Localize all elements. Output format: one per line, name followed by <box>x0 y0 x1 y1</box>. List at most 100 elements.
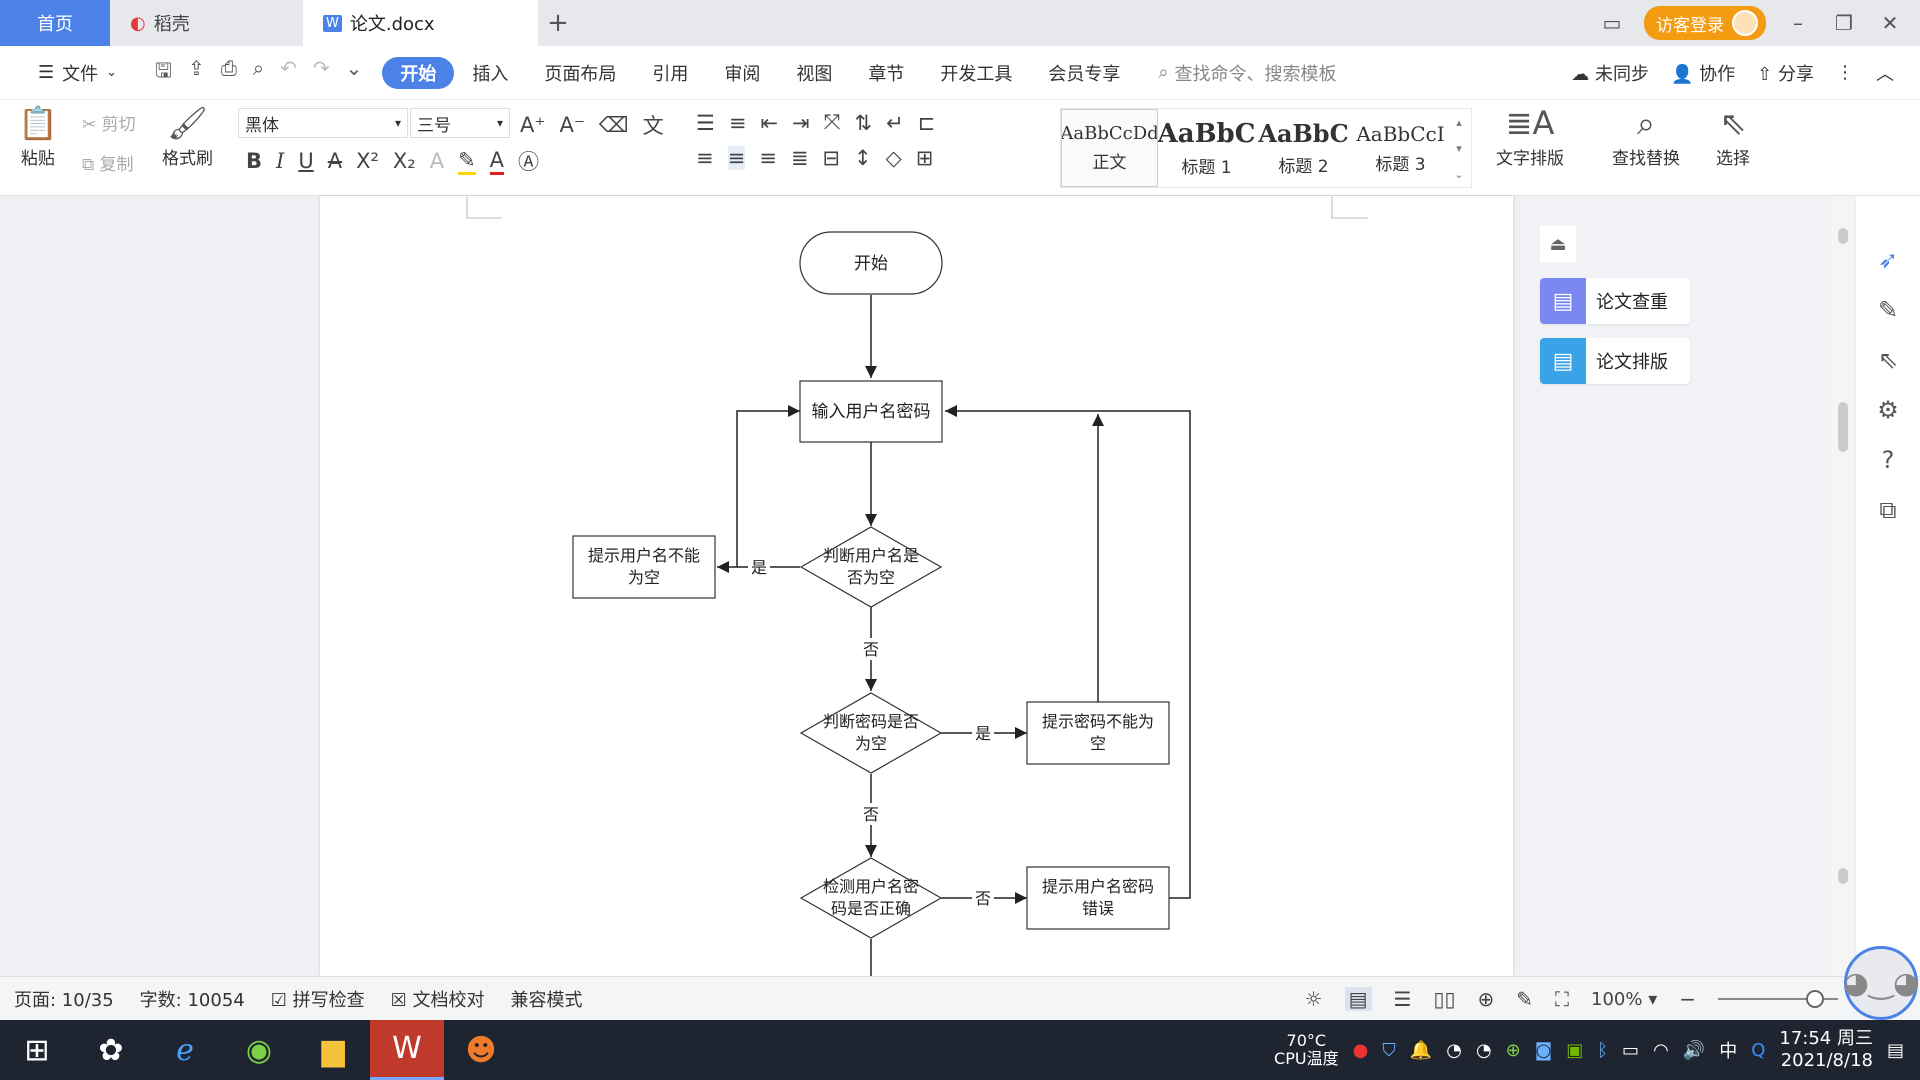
align-center-icon[interactable]: ≡ <box>727 146 746 170</box>
line-spacing-icon[interactable]: ↕ <box>854 146 872 170</box>
tab-document[interactable]: W 论文.docx <box>303 0 538 46</box>
node-check-password[interactable] <box>799 692 943 774</box>
file-menu[interactable]: ☰ 文件 ⌄ <box>20 57 135 89</box>
strikethrough-icon[interactable]: A <box>327 149 343 173</box>
customize-icon[interactable]: ⌄ <box>345 55 363 80</box>
font-size-select[interactable]: 三号 ▾ <box>410 108 510 138</box>
shrink-font-icon[interactable]: A⁻ <box>559 113 585 137</box>
format-painter-button[interactable]: 🖌 格式刷 <box>162 106 213 169</box>
numbered-list-icon[interactable]: ≡ <box>728 110 747 135</box>
nvidia-icon[interactable]: ▣ <box>1566 1039 1584 1061</box>
subscript-icon[interactable]: X₂ <box>392 149 416 173</box>
text-effect-icon[interactable]: A <box>429 149 445 173</box>
italic-icon[interactable]: I <box>276 149 285 173</box>
tab-chapter[interactable]: 章节 <box>850 57 922 89</box>
eye-protect-icon[interactable]: ☼ <box>1304 987 1323 1011</box>
paper-check-button[interactable]: ▤ 论文查重 <box>1540 278 1690 324</box>
align-left-icon[interactable]: ≡ <box>696 146 714 170</box>
qq-icon-2[interactable]: ◔ <box>1475 1039 1492 1061</box>
tab-daoke[interactable]: ◐ 稻壳 <box>110 0 303 46</box>
tab-insert[interactable]: 插入 <box>454 57 526 89</box>
app-360-icon[interactable]: ✿ <box>98 1032 124 1068</box>
copy-button[interactable]: ⧉ 复制 <box>82 150 134 175</box>
scroll-down-handle[interactable] <box>1838 868 1848 884</box>
windows-start-icon[interactable]: ⊞ <box>24 1032 50 1068</box>
underline-icon[interactable]: U <box>298 149 314 173</box>
action-center-icon[interactable]: ▤ <box>1886 1039 1904 1061</box>
help-icon[interactable]: ? <box>1881 446 1895 474</box>
style-heading-2[interactable]: AaBbC 标题 2 <box>1255 109 1352 187</box>
superscript-icon[interactable]: X² <box>356 149 379 173</box>
tab-stop-icon[interactable]: ⊏ <box>917 110 936 135</box>
grow-font-icon[interactable]: A⁺ <box>520 113 546 137</box>
notification-bell-icon[interactable]: 🔔 <box>1409 1039 1433 1061</box>
node-verify-credentials[interactable] <box>799 857 943 939</box>
save-icon[interactable]: 🖫 <box>155 57 173 82</box>
tab-member[interactable]: 会员专享 <box>1030 57 1138 89</box>
collaborate-button[interactable]: 👤 协作 <box>1671 60 1735 86</box>
node-hint-password[interactable] <box>1026 701 1170 765</box>
fit-page-icon[interactable]: ⛶ <box>1555 987 1569 1011</box>
zoom-slider-knob[interactable] <box>1806 990 1824 1008</box>
show-marks-icon[interactable]: ↵ <box>886 110 904 135</box>
scroll-up-handle[interactable] <box>1838 228 1848 244</box>
paste-button[interactable]: 📋 粘贴 <box>18 106 58 169</box>
more-icon[interactable]: ⋮ <box>1836 62 1854 83</box>
share-icon[interactable]: ⧉ <box>1879 496 1897 524</box>
tab-page-layout[interactable]: 页面布局 <box>526 57 634 89</box>
pointer-icon[interactable]: ⇖ <box>1877 346 1899 374</box>
wps-office-icon[interactable]: W <box>370 1020 444 1080</box>
assistant-robot-icon[interactable]: ◕‿◕ <box>1843 946 1919 1020</box>
bullet-list-icon[interactable]: ☰ <box>696 110 715 135</box>
write-mode-icon[interactable]: ✎ <box>1516 987 1533 1011</box>
node-start[interactable] <box>799 231 943 295</box>
tab-references[interactable]: 引用 <box>634 57 706 89</box>
find-replace-button[interactable]: ⌕ 查找替换 <box>1612 106 1680 169</box>
zoom-level[interactable]: 100% ▾ <box>1591 988 1658 1010</box>
tab-view[interactable]: 视图 <box>778 57 850 89</box>
qq-icon[interactable]: ◔ <box>1446 1039 1462 1061</box>
redo-icon[interactable]: ↷ <box>312 55 330 80</box>
select-button[interactable]: ⇖ 选择 <box>1716 106 1750 169</box>
style-heading-1[interactable]: AaBbC 标题 1 <box>1158 109 1255 187</box>
font-name-select[interactable]: 黑体 ▾ <box>238 108 408 138</box>
node-check-username[interactable] <box>799 526 943 608</box>
node-hint-username[interactable] <box>572 535 716 599</box>
pinyin-icon[interactable]: 文 <box>642 114 664 138</box>
print-preview-icon[interactable]: ⌕ <box>252 55 265 80</box>
bold-icon[interactable]: B <box>246 149 263 173</box>
new-tab-button[interactable]: + <box>547 8 569 38</box>
settings-slider-icon[interactable]: ⚙ <box>1877 396 1899 424</box>
tray-app-icon[interactable]: ● <box>1352 1039 1369 1061</box>
page-count[interactable]: 页面: 10/35 <box>14 989 114 1011</box>
tab-developer[interactable]: 开发工具 <box>922 57 1030 89</box>
tray-app-blue-icon[interactable]: ◙ <box>1534 1039 1553 1061</box>
ie-browser-icon[interactable]: ℯ <box>176 1032 194 1068</box>
distribute-icon[interactable]: ⊟ <box>822 146 841 170</box>
share-button[interactable]: ⇧ 分享 <box>1757 60 1814 86</box>
system-clock[interactable]: 17:54 周三 2021/8/18 <box>1779 1028 1873 1072</box>
style-gallery-scroll[interactable]: ▴ ▾ ⌄ <box>1449 109 1469 187</box>
ime-indicator[interactable]: 中 <box>1719 1041 1738 1062</box>
rocket-icon[interactable]: ➶ <box>1877 246 1899 274</box>
scroll-thumb[interactable] <box>1838 402 1848 452</box>
tab-home[interactable]: 首页 <box>0 0 110 46</box>
cut-button[interactable]: ✂ 剪切 <box>82 110 136 135</box>
word-count[interactable]: 字数: 10054 <box>139 989 245 1011</box>
close-icon[interactable]: ✕ <box>1881 11 1899 35</box>
clear-format-icon[interactable]: ⌫ <box>598 113 629 137</box>
zoom-slider[interactable] <box>1718 990 1838 1008</box>
doc-proof-button[interactable]: ☒ 文档校对 <box>391 986 485 1012</box>
undo-icon[interactable]: ↶ <box>280 55 297 80</box>
export-icon[interactable]: ⇪ <box>188 55 205 80</box>
node-input[interactable] <box>799 380 943 443</box>
style-normal[interactable]: AaBbCcDd 正文 <box>1061 109 1158 187</box>
outdent-icon[interactable]: ⇤ <box>760 110 779 135</box>
file-explorer-icon[interactable]: ▆ <box>321 1032 345 1068</box>
justify-icon[interactable]: ≣ <box>790 146 809 170</box>
document-page[interactable]: 是 否 是 否 否 开始 输入用户名密码 判断用户名是 否为空 提示用户名不能 … <box>320 196 1513 976</box>
page-view-icon[interactable]: ▤ <box>1344 987 1372 1011</box>
tab-start[interactable]: 开始 <box>382 56 455 89</box>
minimize-icon[interactable]: – <box>1793 11 1803 35</box>
align-right-icon[interactable]: ≡ <box>759 146 777 170</box>
